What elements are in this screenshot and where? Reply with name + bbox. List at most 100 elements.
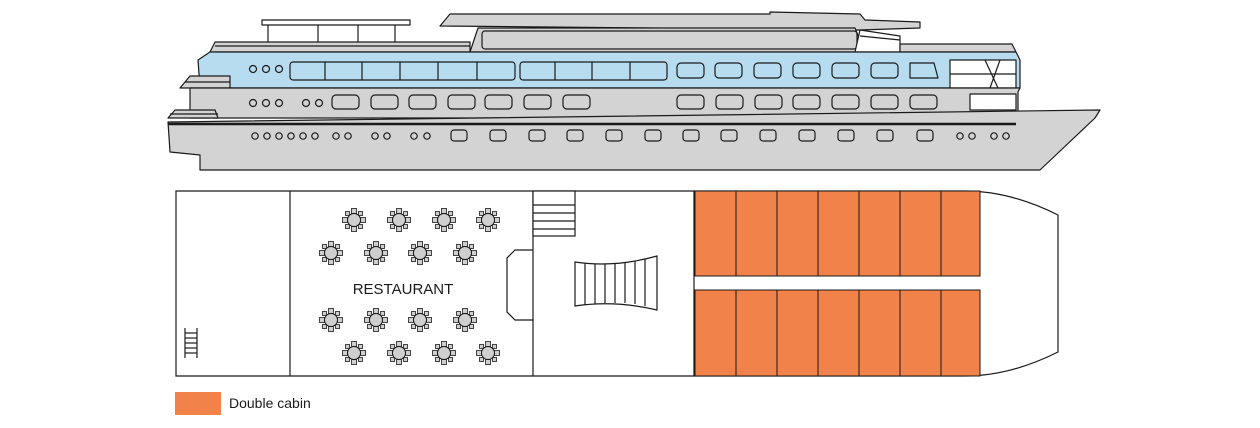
chair-icon (345, 211, 350, 216)
chair-icon (364, 317, 370, 323)
chair-icon (390, 211, 395, 216)
chair-icon (373, 326, 379, 332)
double-cabin (940, 289, 981, 377)
lobby-wall (506, 249, 533, 321)
sun-deck-rail (209, 41, 471, 53)
chair-icon (492, 344, 497, 349)
chair-icon (358, 357, 363, 362)
dining-table-icon (319, 241, 343, 265)
chair-icon (380, 244, 385, 249)
chair-icon (462, 259, 468, 265)
table-top (324, 246, 338, 260)
chair-icon (390, 224, 395, 229)
dining-table-icon (453, 308, 477, 332)
chair-icon (492, 211, 497, 216)
chair-icon (441, 359, 447, 365)
hull-portholes (251, 129, 1010, 142)
chair-icon (342, 217, 348, 223)
chair-icon (387, 350, 393, 356)
restaurant-label: RESTAURANT (353, 281, 454, 298)
chair-icon (337, 250, 343, 256)
chair-icon (456, 244, 461, 249)
ship-side-profile (167, 11, 1101, 171)
table-top (347, 346, 361, 360)
table-top (347, 213, 361, 227)
double-cabin (899, 289, 942, 377)
chair-icon (492, 357, 497, 362)
double-cabin (776, 289, 819, 377)
chair-icon (435, 224, 440, 229)
table-top (413, 246, 427, 260)
chair-icon (469, 311, 474, 316)
chair-icon (367, 311, 372, 316)
deck-plan: RESTAURANT (175, 190, 1059, 377)
chair-icon (479, 211, 484, 216)
double-cabins (694, 190, 981, 377)
dining-table-icon (432, 341, 456, 365)
chair-icon (456, 257, 461, 262)
chair-icon (469, 324, 474, 329)
chair-icon (435, 344, 440, 349)
chair-icon (367, 324, 372, 329)
chair-icon (435, 211, 440, 216)
chair-icon (403, 211, 408, 216)
chair-icon (479, 224, 484, 229)
dining-table-icon (476, 208, 500, 232)
chair-icon (417, 308, 423, 314)
chair-icon (403, 357, 408, 362)
chair-icon (424, 324, 429, 329)
chair-icon (405, 350, 411, 356)
chair-icon (396, 359, 402, 365)
chair-icon (424, 257, 429, 262)
chair-icon (335, 311, 340, 316)
double-cabin (817, 190, 860, 277)
hull (167, 109, 1101, 171)
chair-icon (479, 357, 484, 362)
dining-table-icon (432, 208, 456, 232)
double-cabin (940, 190, 981, 277)
table-top (481, 213, 495, 227)
dining-table-icon (342, 208, 366, 232)
chair-icon (424, 244, 429, 249)
chair-icon (322, 257, 327, 262)
chair-icon (411, 244, 416, 249)
chair-icon (426, 317, 432, 323)
chair-icon (345, 224, 350, 229)
table-top (437, 213, 451, 227)
chair-icon (373, 308, 379, 314)
chair-icon (364, 250, 370, 256)
table-top (392, 213, 406, 227)
table-top (413, 313, 427, 327)
middle-deck-windows (248, 94, 938, 110)
chair-icon (450, 350, 456, 356)
chair-icon (417, 259, 423, 265)
chair-icon (360, 350, 366, 356)
chair-icon (319, 317, 325, 323)
chair-icon (448, 224, 453, 229)
chair-icon (380, 324, 385, 329)
chair-icon (345, 344, 350, 349)
chair-icon (494, 350, 500, 356)
upper-deck-windows (248, 59, 1016, 89)
chair-icon (328, 259, 334, 265)
chair-icon (367, 244, 372, 249)
chair-icon (485, 226, 491, 232)
chair-icon (337, 317, 343, 323)
chair-icon (485, 208, 491, 214)
legend: Double cabin (175, 391, 311, 415)
chair-icon (469, 244, 474, 249)
chair-icon (453, 250, 459, 256)
table-top (369, 313, 383, 327)
chair-icon (335, 244, 340, 249)
chair-icon (411, 324, 416, 329)
chair-icon (351, 341, 357, 347)
chair-icon (456, 311, 461, 316)
chair-icon (453, 317, 459, 323)
double-cabin (858, 289, 901, 377)
chair-icon (471, 317, 477, 323)
ladder-icon (184, 328, 198, 358)
chair-icon (380, 311, 385, 316)
chair-icon (408, 317, 414, 323)
chair-icon (351, 208, 357, 214)
